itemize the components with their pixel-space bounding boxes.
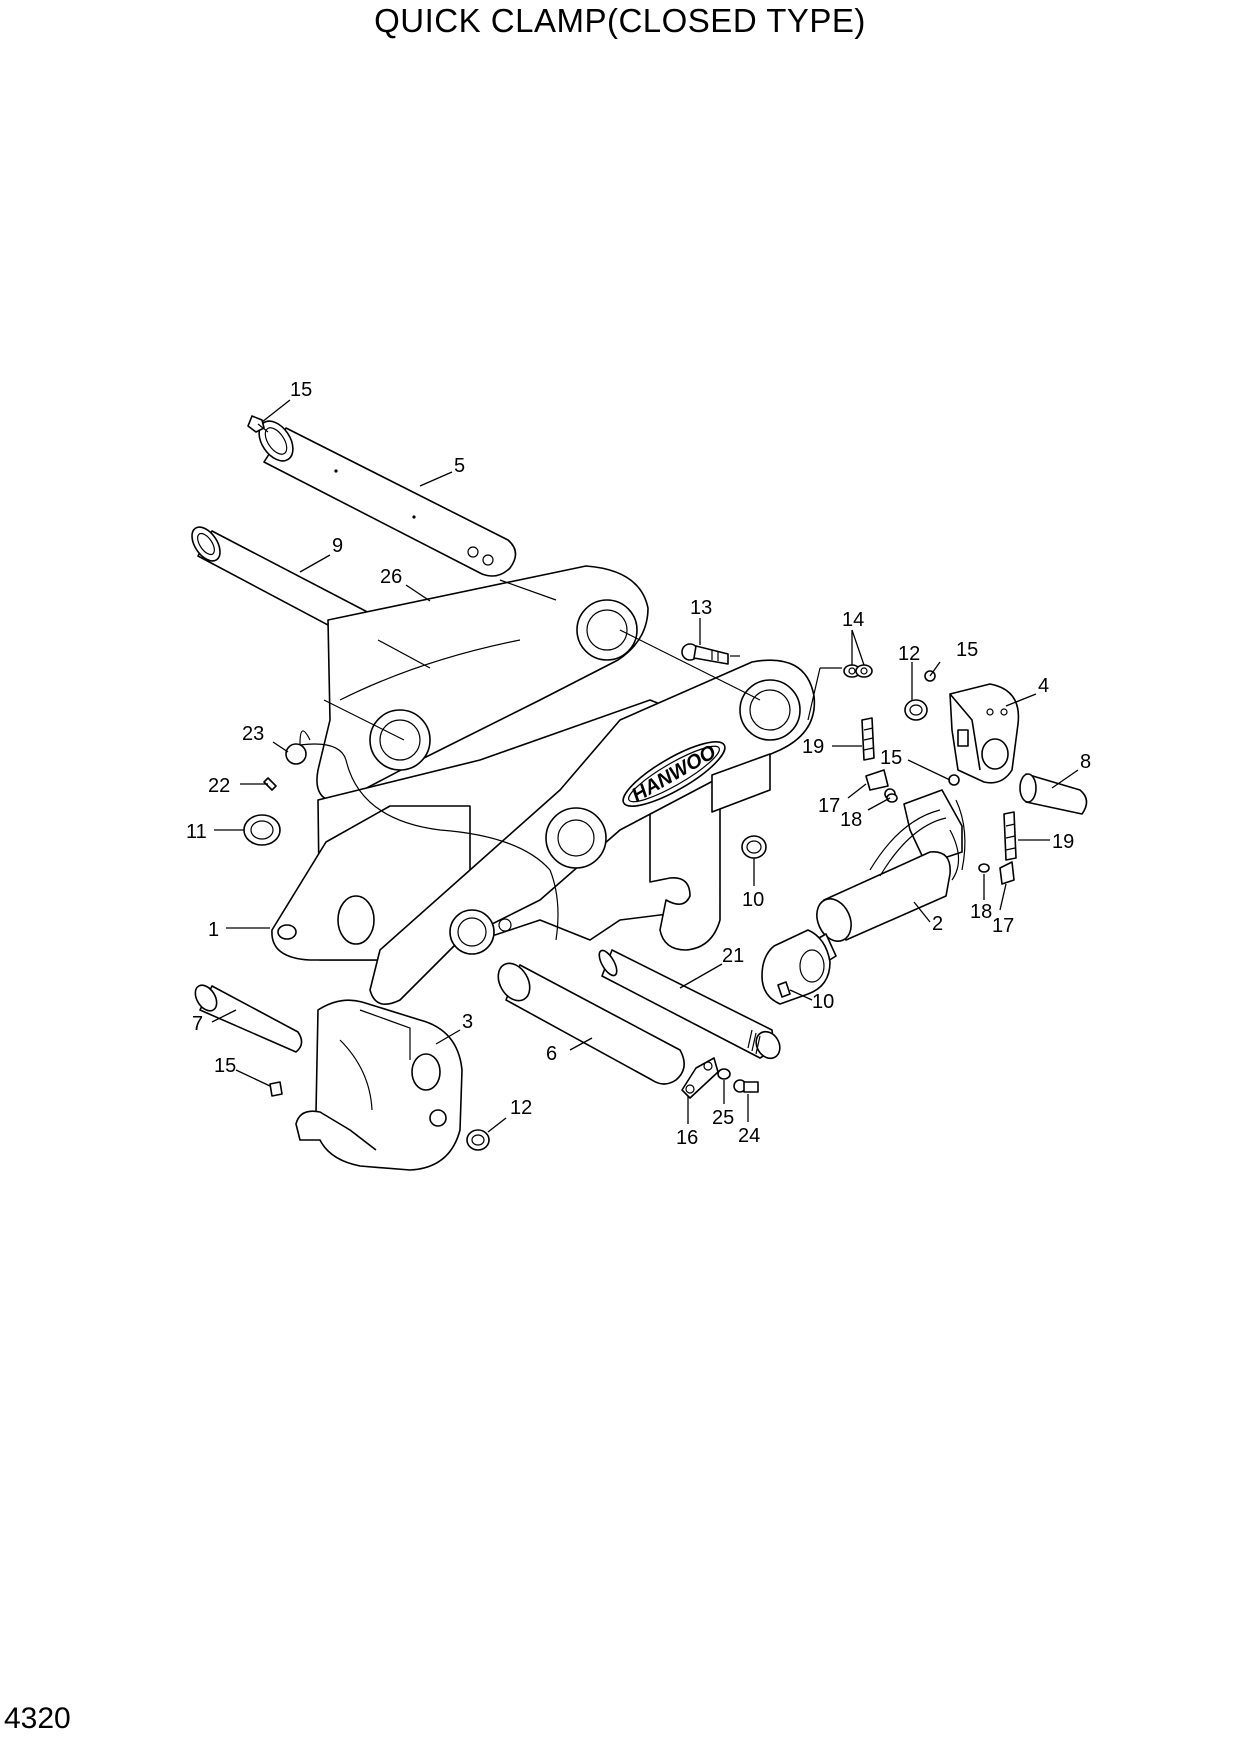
callout-19b: 19 bbox=[1052, 831, 1074, 853]
callout-21: 21 bbox=[722, 945, 744, 967]
callout-14: 14 bbox=[842, 609, 864, 631]
callout-10a: 10 bbox=[742, 889, 764, 911]
bolt-part-13 bbox=[681, 643, 729, 665]
lock-plate-part-16 bbox=[681, 1057, 719, 1099]
grease-nipple-part-15c bbox=[948, 774, 960, 786]
hose-part-19a bbox=[861, 717, 875, 761]
callout-8: 8 bbox=[1080, 751, 1091, 773]
callout-7: 7 bbox=[192, 1013, 203, 1035]
callout-9: 9 bbox=[332, 535, 343, 557]
callout-12a: 12 bbox=[898, 643, 920, 665]
callout-17a: 17 bbox=[818, 795, 840, 817]
callout-11: 11 bbox=[186, 821, 207, 843]
callout-26: 26 bbox=[380, 566, 402, 588]
callout-18a: 18 bbox=[840, 809, 862, 831]
callout-16: 16 bbox=[676, 1127, 698, 1149]
alignment-lines bbox=[323, 579, 842, 741]
main-frame-part-1: HANWOO bbox=[271, 565, 816, 1006]
callout-6: 6 bbox=[546, 1043, 557, 1065]
callout-22: 22 bbox=[208, 775, 230, 797]
hose-part-19b bbox=[1003, 811, 1017, 861]
pin-part-5 bbox=[258, 420, 517, 577]
callout-15c: 15 bbox=[880, 747, 902, 769]
elbow-fitting-part-17b bbox=[999, 861, 1015, 885]
callout-17b: 17 bbox=[992, 915, 1014, 937]
hook-block-part-3 bbox=[295, 999, 463, 1171]
snap-ring-part-11 bbox=[243, 814, 281, 846]
fitting-part-10b bbox=[777, 981, 791, 998]
leader-lines bbox=[211, 399, 1079, 1133]
nuts-part-14 bbox=[843, 664, 873, 678]
callout-13: 13 bbox=[690, 597, 712, 619]
callout-2: 2 bbox=[932, 913, 943, 935]
pin-part-7 bbox=[194, 984, 303, 1053]
lock-pin-part-23 bbox=[285, 730, 559, 941]
page-number: 4320 bbox=[4, 1702, 71, 1735]
washer-part-25 bbox=[717, 1068, 731, 1080]
cylinder-part-2 bbox=[761, 789, 966, 1005]
pin-part-21 bbox=[598, 949, 781, 1060]
snap-ring-part-12a bbox=[904, 699, 928, 721]
callout-10b: 10 bbox=[812, 991, 834, 1013]
callout-15a: 15 bbox=[290, 379, 312, 401]
snap-ring-part-12b bbox=[466, 1129, 490, 1151]
clamp-block-part-4 bbox=[949, 683, 1020, 784]
callout-15d: 15 bbox=[214, 1055, 236, 1077]
page-title: QUICK CLAMP(CLOSED TYPE) bbox=[374, 2, 866, 39]
bolt-part-24 bbox=[733, 1079, 759, 1093]
pin-part-6 bbox=[497, 962, 685, 1085]
callout-12b: 12 bbox=[510, 1097, 532, 1119]
callout-19a: 19 bbox=[802, 736, 824, 758]
pin-part-22 bbox=[263, 777, 277, 791]
callout-5: 5 bbox=[454, 455, 465, 477]
callout-15b: 15 bbox=[956, 639, 978, 661]
callout-25: 25 bbox=[712, 1107, 734, 1129]
callout-1: 1 bbox=[208, 919, 219, 941]
callout-4: 4 bbox=[1038, 675, 1049, 697]
callout-labels: 15 5 9 26 13 14 12 15 4 8 23 22 11 19 15… bbox=[186, 379, 1091, 1149]
pin-part-8 bbox=[1019, 773, 1088, 815]
callout-3: 3 bbox=[462, 1011, 473, 1033]
o-ring-part-18a bbox=[886, 793, 898, 803]
o-ring-part-18b bbox=[978, 863, 990, 873]
callout-23: 23 bbox=[242, 723, 264, 745]
grease-nipple-part-15a bbox=[247, 415, 269, 433]
grease-nipple-part-15d bbox=[269, 1081, 283, 1097]
callout-18b: 18 bbox=[970, 901, 992, 923]
callout-24: 24 bbox=[738, 1125, 760, 1147]
snap-ring-part-10a bbox=[741, 835, 767, 859]
